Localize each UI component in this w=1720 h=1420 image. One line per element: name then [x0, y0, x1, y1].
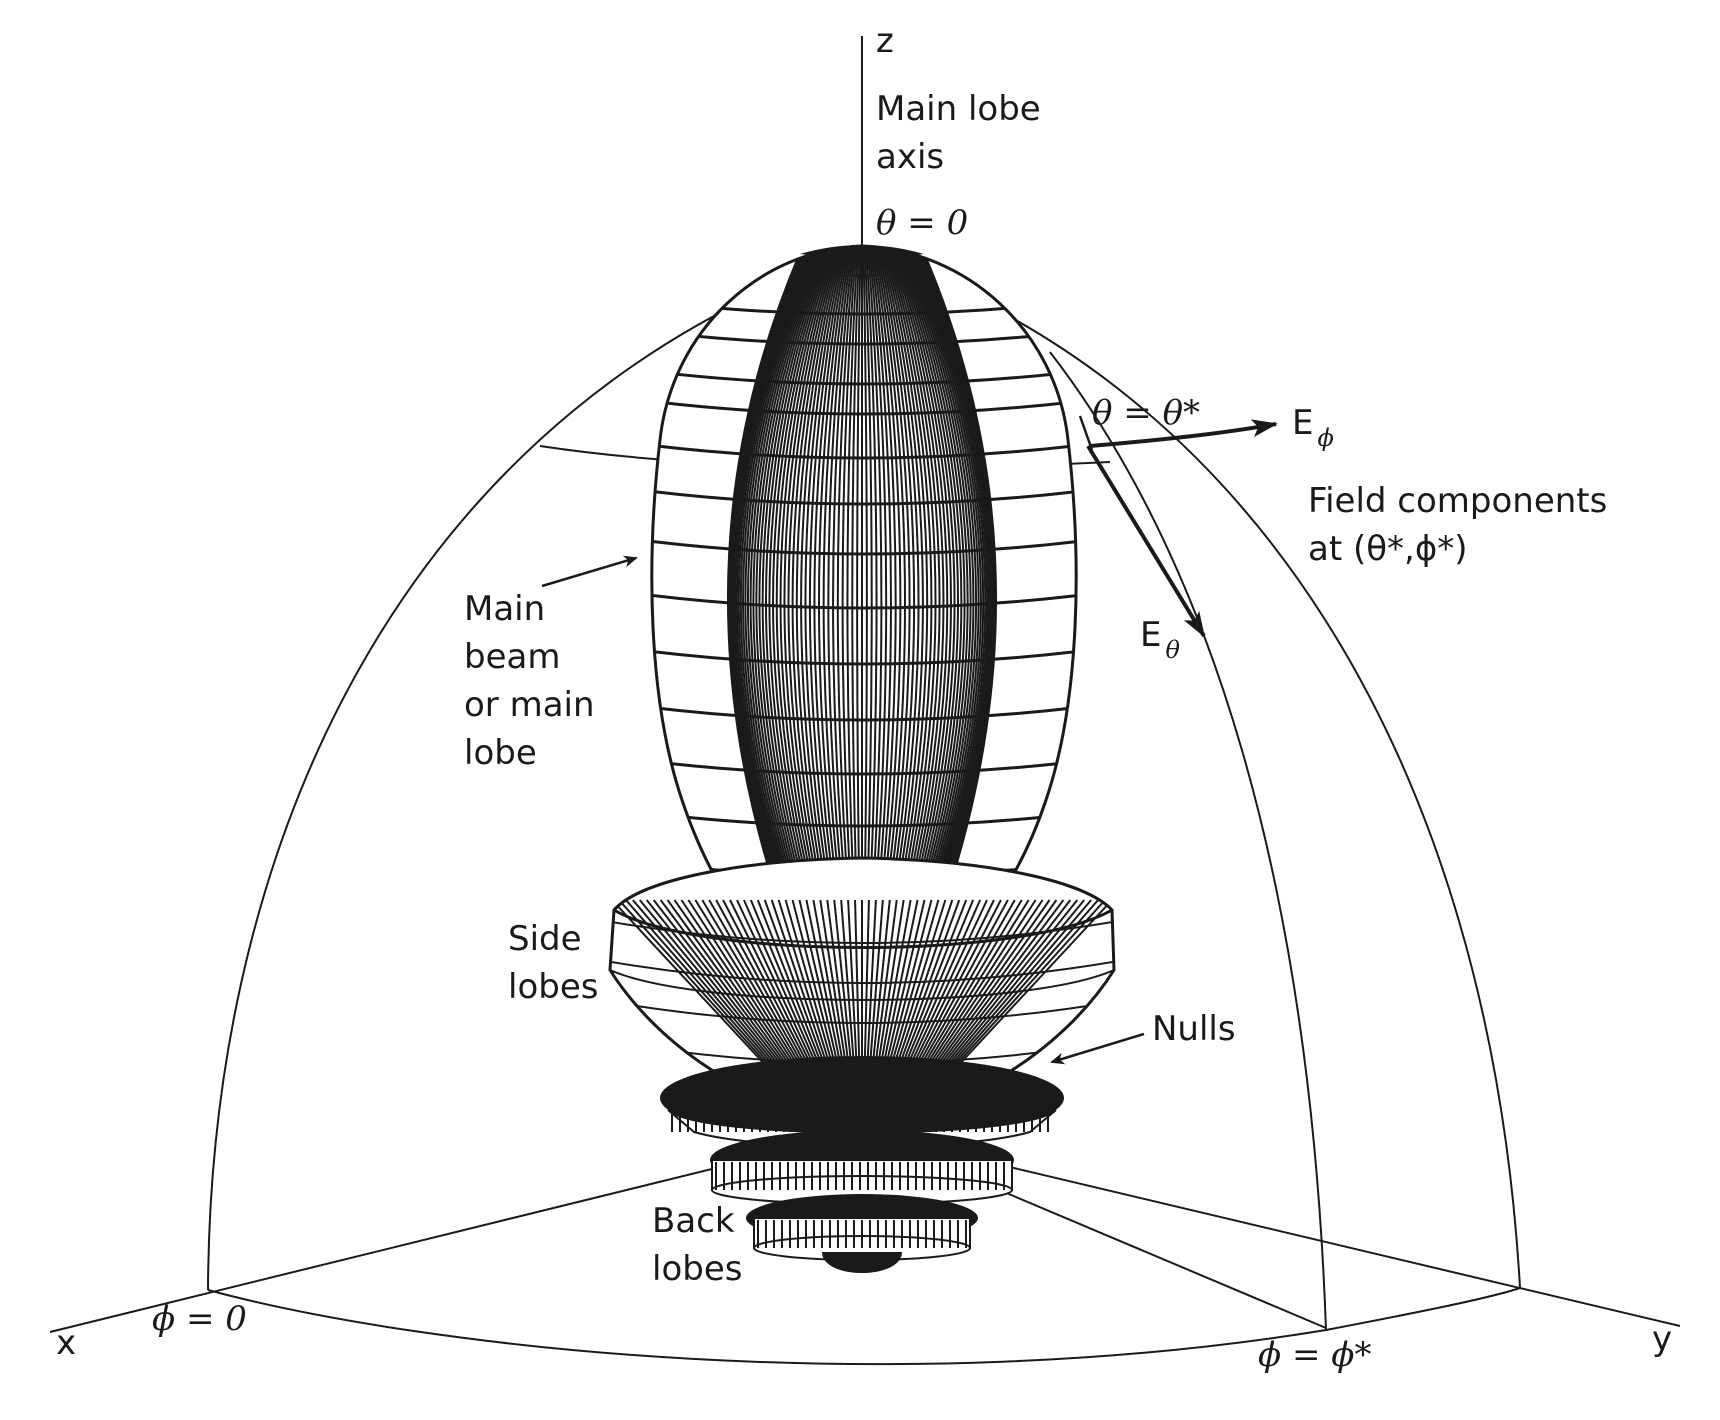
side-lobe-ring: [610, 959, 1114, 984]
latitude-ring: [651, 592, 1077, 610]
phi-star-label: ϕ = ϕ*: [1258, 1335, 1371, 1375]
e-phi-arrow-icon: [1089, 419, 1278, 448]
latitude-ring: [651, 442, 1077, 460]
main-beam-arrow-icon: [541, 555, 638, 588]
back-lobes: [660, 1056, 1064, 1273]
side-lobe-ring: [610, 999, 1114, 1024]
side-lobes-label-2: lobes: [508, 967, 598, 1007]
field-components-label-1: Field components: [1308, 481, 1607, 521]
latitude-ring: [651, 368, 1077, 386]
y-axis-label: y: [1652, 1319, 1672, 1359]
main-beam-label-3: or main: [464, 685, 595, 725]
back-lobe-mesh: [671, 1112, 1049, 1248]
latitude-ring: [651, 488, 1077, 506]
latitude-ring: [651, 328, 1077, 346]
latitude-ring: [651, 810, 1077, 828]
main-lobe-axis-label-1: Main lobe: [876, 89, 1041, 129]
latitude-ring: [651, 648, 1077, 666]
phi-zero-label: ϕ = 0: [152, 1299, 247, 1339]
main-lobe-axis-label-2: axis: [876, 137, 944, 177]
field-vectors: [1078, 415, 1278, 638]
latitude-ring: [651, 398, 1077, 416]
e-theta-arrow-icon: [1086, 444, 1206, 638]
x-axis-label: x: [56, 1323, 76, 1363]
leader-arrows: [541, 555, 1145, 1065]
nulls-label: Nulls: [1152, 1009, 1236, 1049]
side-lobes-label-1: Side: [508, 919, 582, 959]
theta-star-pointer: [1078, 415, 1094, 451]
main-beam-label-4: lobe: [464, 733, 537, 773]
phi-star-meridian: [1049, 351, 1327, 1331]
field-components-label-2: at (θ*,ϕ*): [1308, 529, 1468, 569]
latitude-ring: [651, 538, 1077, 556]
main-beam-label-2: beam: [464, 637, 560, 677]
z-axis-label: z: [876, 21, 894, 61]
theta-star-label: θ = θ*: [1092, 393, 1200, 433]
back-lobes-label-1: Back: [652, 1201, 735, 1241]
text-labels: z x y Main lobe axis θ = 0 ϕ = 0 ϕ = ϕ* …: [56, 21, 1672, 1375]
latitude-ring: [651, 704, 1077, 722]
theta-zero-label: θ = 0: [876, 203, 968, 243]
nulls-arrow-icon: [1050, 1032, 1145, 1065]
latitude-ring: [651, 758, 1077, 776]
back-lobes-label-2: lobes: [652, 1249, 742, 1289]
ground-arc: [207, 1287, 1521, 1366]
main-beam-label-1: Main: [464, 589, 545, 629]
